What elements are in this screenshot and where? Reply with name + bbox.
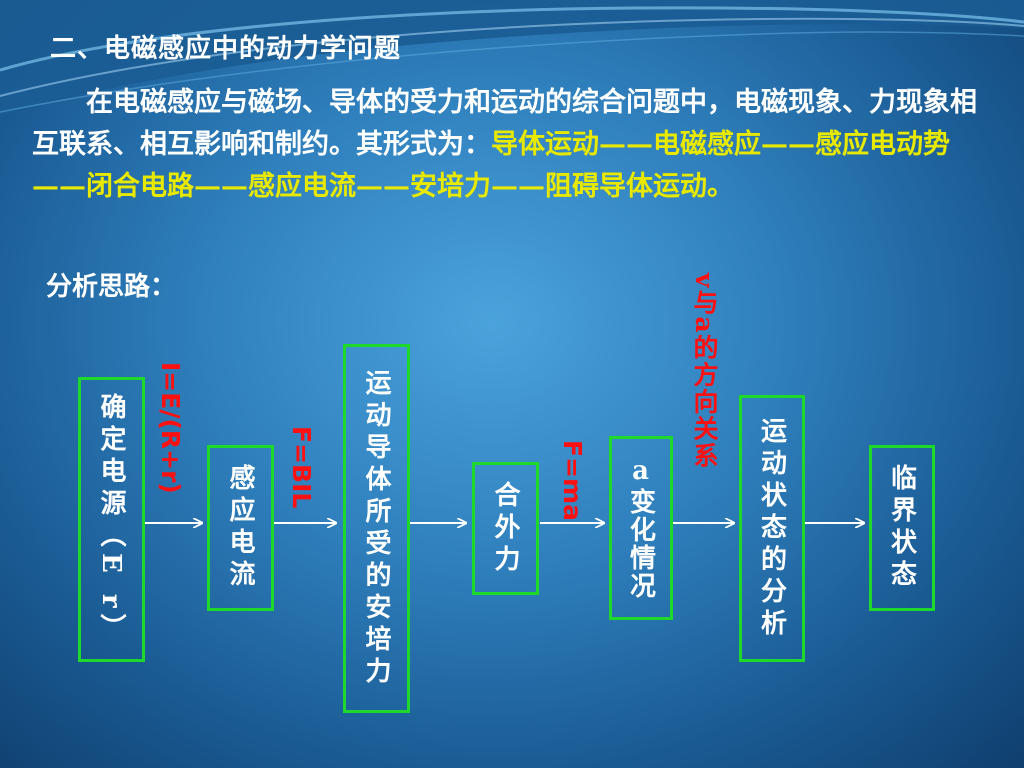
box-induced-current: 感应电流 — [207, 445, 274, 611]
page-title: 二、电磁感应中的动力学问题 — [50, 34, 402, 64]
box-net-force: 合外力 — [472, 462, 539, 595]
box-motion-analysis-label: 运动状态的分析 — [756, 416, 787, 641]
intro-paragraph: 在电磁感应与磁场、导体的受力和运动的综合问题中，电磁现象、力现象相互联系、相互影… — [32, 82, 994, 208]
box-critical-state: 临界状态 — [869, 445, 935, 611]
box-net-force-label: 合外力 — [490, 480, 520, 577]
relation-newton-second-law: F=ma — [558, 440, 587, 521]
relation-ampere-force: F=BIL — [287, 426, 316, 509]
box-critical-state-label: 临界状态 — [886, 464, 917, 592]
box-acceleration-change: a变化情况 — [609, 436, 673, 620]
box-induced-current-label: 感应电流 — [225, 464, 255, 592]
box-determine-source-label: 确定电源（E r） — [96, 393, 126, 646]
intro-chain-highlight: 导体运动——电磁感应——感应电动势——闭合电路——感应电流——安培力——阻碍导体… — [32, 129, 950, 202]
analysis-label: 分析思路： — [46, 272, 177, 302]
intro-lead: 在电磁感应与磁场、导体的受力和运动的综合问题中，电磁现象、力现象相互联系、相互影… — [32, 87, 977, 160]
box-motion-analysis: 运动状态的分析 — [739, 395, 805, 662]
relation-velocity-acceleration-direction: v与a的方向关系 — [690, 273, 719, 470]
box-acceleration-change-label: a变化情况 — [625, 456, 656, 600]
header-swoosh-decoration — [0, 0, 1024, 116]
box-ampere-force: 运动导体所受的安培力 — [343, 344, 410, 713]
box-determine-source: 确定电源（E r） — [78, 377, 145, 662]
relation-ohms-law: I=E/(R+r) — [156, 362, 185, 494]
box-ampere-force-label: 运动导体所受的安培力 — [361, 368, 391, 689]
